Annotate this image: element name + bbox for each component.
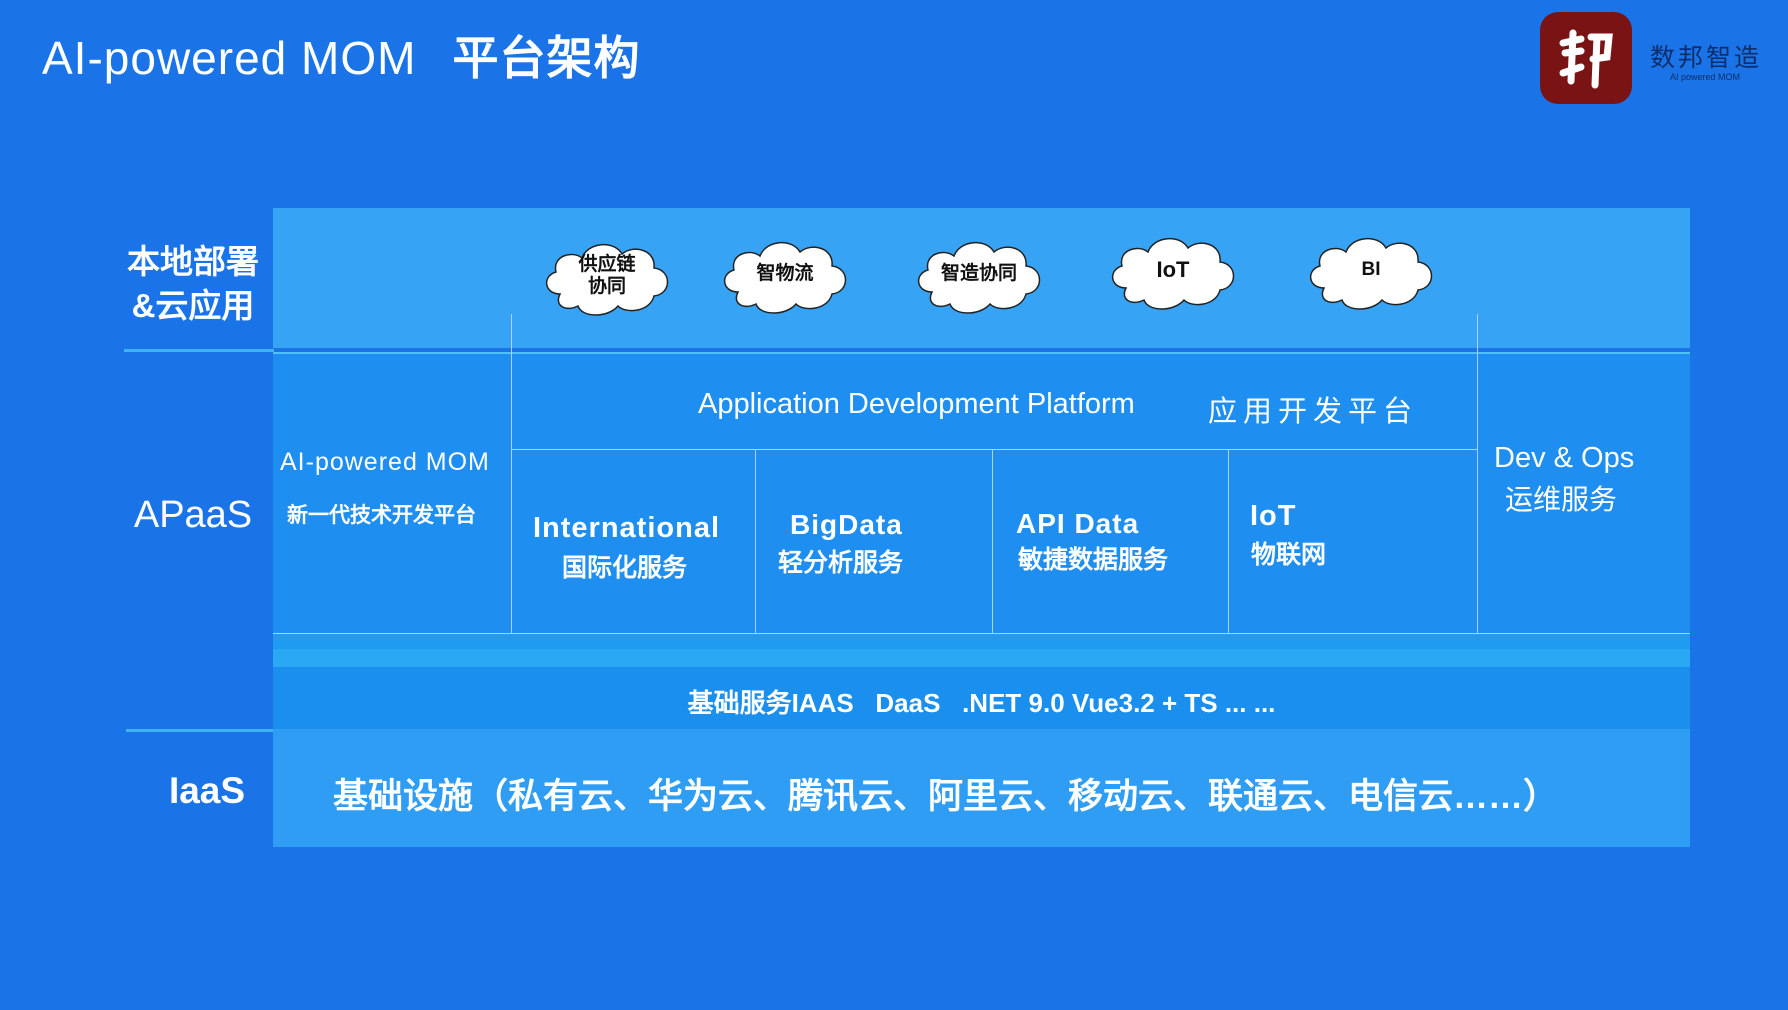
grid-line-adp xyxy=(511,449,1477,450)
apaas-left-title: AI-powered MOM xyxy=(280,448,490,476)
cloud-iot: IoT xyxy=(1104,226,1242,314)
devops-subtitle: 运维服务 xyxy=(1505,484,1618,515)
cloud-label: 智造协同 xyxy=(940,263,1017,284)
cloud-icon xyxy=(1310,238,1433,310)
apaas-left-subtitle: 新一代技术开发平台 xyxy=(287,504,476,527)
cloud-smart-manufacturing: 智造协同 xyxy=(910,230,1048,318)
cloud-label: IoT xyxy=(1156,257,1190,282)
base-services-row xyxy=(273,667,1690,729)
cloud-supply-chain: 供应链 协同 xyxy=(538,232,676,320)
module-iot-en: IoT xyxy=(1250,500,1297,532)
module-apidata-en: API Data xyxy=(1016,508,1140,539)
grid-line-module-2 xyxy=(992,449,993,633)
module-international-en: International xyxy=(533,512,721,544)
cloud-icon xyxy=(546,244,669,316)
side-label-apaas: APaaS xyxy=(133,494,253,536)
grid-line-left xyxy=(511,314,512,633)
module-iot-cn: 物联网 xyxy=(1251,541,1327,569)
cloud-label: BI xyxy=(1361,259,1381,280)
grid-line-bottom xyxy=(273,633,1690,634)
iaas-row xyxy=(273,729,1690,847)
base-services-text: 基础服务IAAS DaaS .NET 9.0 Vue3.2 + TS ... .… xyxy=(687,688,1276,718)
rule-cloud xyxy=(124,349,274,352)
side-label-cloud: 本地部署 &云应用 xyxy=(127,243,259,324)
module-bigdata-en: BigData xyxy=(790,509,903,540)
cloud-label: 智物流 xyxy=(756,263,814,284)
cloud-icon xyxy=(724,242,847,314)
divider-strip xyxy=(273,633,1690,649)
iaas-text: 基础设施（私有云、华为云、腾讯云、阿里云、移动云、联通云、电信云……） xyxy=(333,777,1559,816)
module-international-cn: 国际化服务 xyxy=(562,554,688,582)
adp-title-chinese: 应用开发平台 xyxy=(1208,396,1419,428)
cloud-label: 供应链 协同 xyxy=(578,254,636,297)
cloud-icon xyxy=(1112,238,1235,310)
rule-iaas xyxy=(126,729,276,732)
title-chinese: 平台架构 xyxy=(452,32,641,84)
apaas-row xyxy=(273,353,1690,633)
logo-name: 数邦智造 xyxy=(1650,43,1763,72)
logo-tagline: AI powered MOM xyxy=(1670,72,1741,82)
module-bigdata-cn: 轻分析服务 xyxy=(778,549,904,577)
apaas-top-line xyxy=(273,352,1690,354)
grid-line-right xyxy=(1477,314,1478,633)
title-english: AI-powered MOM xyxy=(42,32,417,84)
cloud-smart-logistics: 智物流 xyxy=(716,230,854,318)
adp-title-english: Application Development Platform xyxy=(698,388,1135,420)
side-label-iaas: IaaS xyxy=(168,770,246,811)
devops-title: Dev & Ops xyxy=(1494,442,1635,474)
page-title: AI-powered MOM 平台架构 xyxy=(42,22,640,88)
cloud-bi: BI xyxy=(1302,226,1440,314)
logo-mark-icon xyxy=(1540,12,1632,104)
cloud-icon xyxy=(918,242,1041,314)
module-apidata-cn: 敏捷数据服务 xyxy=(1018,546,1169,574)
company-logo: 数邦智造 AI powered MOM xyxy=(1540,12,1768,104)
grid-line-module-3 xyxy=(1228,449,1229,633)
grid-line-module-1 xyxy=(755,449,756,633)
divider-strip-light xyxy=(273,649,1690,667)
